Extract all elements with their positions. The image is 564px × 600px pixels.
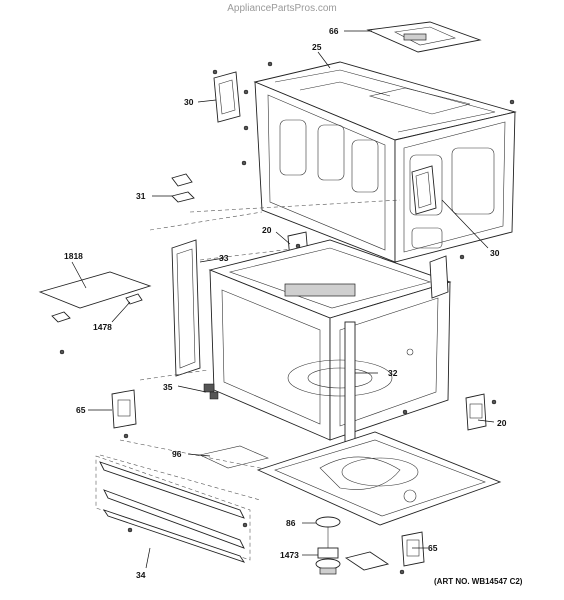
callout-1818: 1818 — [64, 251, 83, 261]
callout-30-right: 30 — [490, 248, 500, 258]
part-30-left-frame — [213, 71, 241, 123]
alignment-lines-lower — [99, 369, 271, 501]
part-33-side-panel — [171, 239, 201, 377]
callout-labels: 66 25 30 30 31 20 20 1818 33 1478 32 35 … — [64, 26, 507, 580]
callout-1478: 1478 — [93, 322, 112, 332]
callout-65-left: 65 — [76, 405, 86, 415]
part-1818-panel — [38, 271, 152, 309]
part-31-bracket — [171, 173, 195, 203]
part-66-top-cover — [366, 21, 482, 53]
part-1478-clips — [51, 293, 143, 355]
callout-34: 34 — [136, 570, 146, 580]
watermark: AppliancePartsPros.com — [227, 3, 337, 14]
part-86-turntable-motor — [315, 516, 341, 575]
callout-66: 66 — [329, 26, 339, 36]
callout-96: 96 — [172, 449, 182, 459]
leader-lines — [71, 30, 495, 569]
callout-35: 35 — [163, 382, 173, 392]
callout-30-left: 30 — [184, 97, 194, 107]
part-25-outer-cabinet — [212, 61, 517, 263]
part-35-component — [203, 383, 219, 400]
callout-65-right: 65 — [428, 543, 438, 553]
callout-20-lower: 20 — [497, 418, 507, 428]
callout-25: 25 — [312, 42, 322, 52]
callout-1473: 1473 — [280, 550, 299, 560]
part-65-left-bracket — [111, 389, 137, 439]
art-number: (ART NO. WB14547 C2) — [434, 577, 523, 586]
callout-86: 86 — [286, 518, 296, 528]
bottom-tray — [256, 431, 502, 526]
callout-20-upper: 20 — [262, 225, 272, 235]
callout-32: 32 — [388, 368, 398, 378]
part-32-oven-cavity — [208, 239, 452, 443]
part-96-pad — [199, 445, 269, 469]
part-30-right-frame — [411, 165, 437, 215]
callout-33: 33 — [219, 253, 229, 263]
part-20-lower-plate — [465, 393, 497, 431]
part-1473-cover — [344, 551, 405, 575]
part-34-rail-assembly — [95, 455, 251, 563]
part-65-right-bracket — [401, 531, 425, 567]
callout-31: 31 — [136, 191, 146, 201]
